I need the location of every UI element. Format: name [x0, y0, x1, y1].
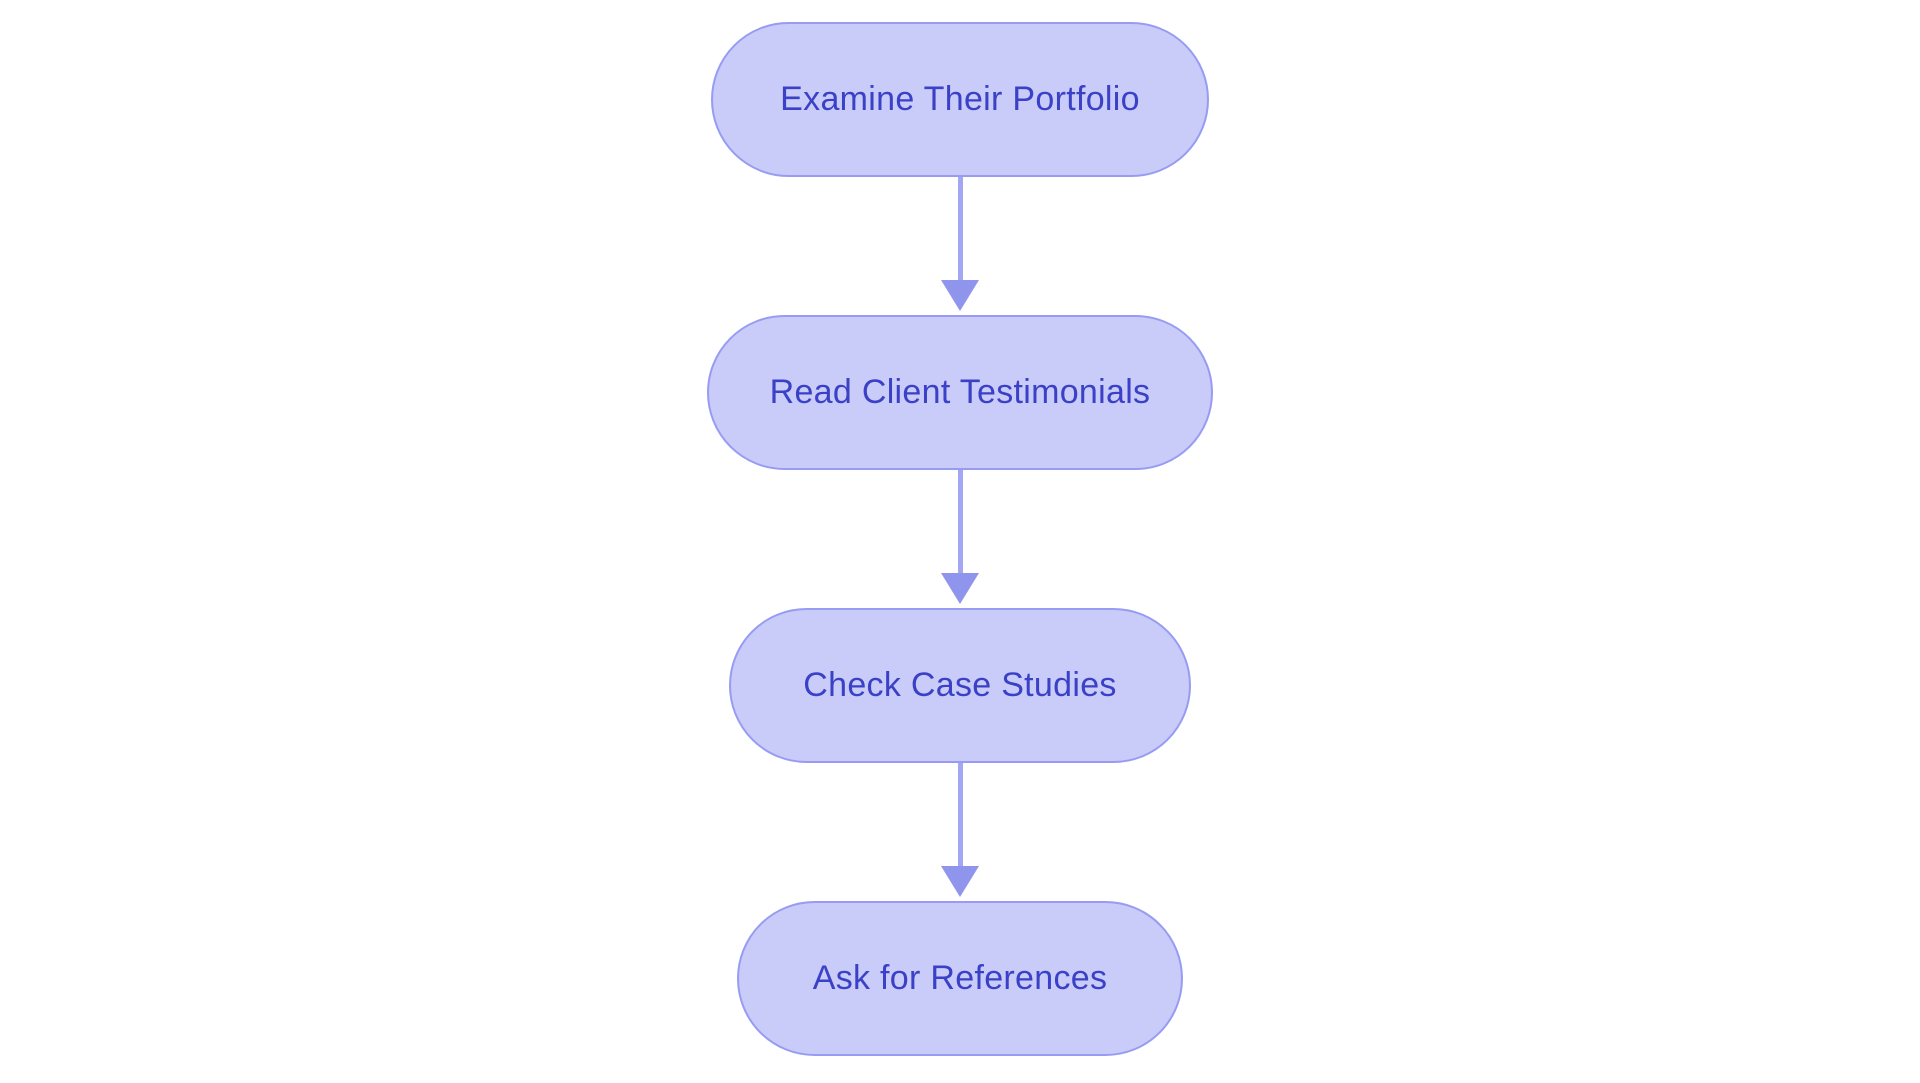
edge-line	[957, 763, 963, 866]
node-read-client-testimonials: Read Client Testimonials	[707, 315, 1213, 470]
arrowhead-down-icon	[941, 280, 979, 311]
arrowhead-down-icon	[941, 866, 979, 897]
edge-connector-2	[941, 470, 979, 608]
edge-line	[957, 177, 963, 280]
node-examine-their-portfolio: Examine Their Portfolio	[711, 22, 1209, 177]
edge-connector-1	[941, 177, 979, 315]
node-label: Examine Their Portfolio	[780, 80, 1140, 118]
edge-line	[957, 470, 963, 573]
arrowhead-down-icon	[941, 573, 979, 604]
node-label: Ask for References	[812, 959, 1108, 997]
node-label: Read Client Testimonials	[769, 373, 1151, 411]
node-label: Check Case Studies	[803, 666, 1117, 704]
node-ask-for-references: Ask for References	[737, 901, 1183, 1056]
node-check-case-studies: Check Case Studies	[729, 608, 1191, 763]
edge-connector-3	[941, 763, 979, 901]
